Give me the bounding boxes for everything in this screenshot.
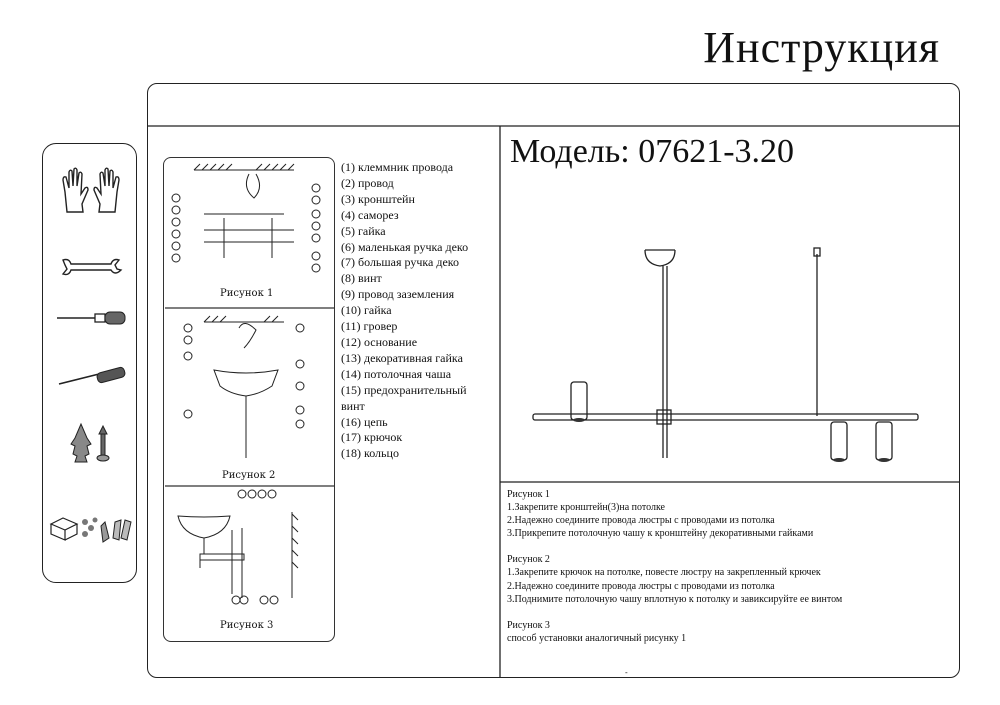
instructions-fig1-title: Рисунок 1 [507,489,550,500]
legend-item: (1) клеммник провода [341,160,454,174]
legend-item: (16) цепь [341,414,388,429]
figures-panel: Рисунок 1 Рисунок 2 Рисунок 3 [163,157,335,642]
parts-kit-icon [49,517,132,543]
instructions-fig3-title: Рисунок 3 [507,619,550,631]
main-frame [147,83,960,678]
legend-item: (14) потолочная чаша [341,366,452,381]
legend-item: (10) гайка [341,303,392,318]
product-drawing [532,247,919,462]
legend-item: (2) провод [341,175,394,190]
instructions-fig2-title: Рисунок 2 [507,554,550,566]
figure-2-caption: Рисунок 2 [222,470,276,481]
legend-item: (11) гровер [341,319,398,334]
legend-item: (15) предохранительный [341,382,467,397]
tools-panel [42,143,137,583]
model-title: Модель: 07621-3.20 [510,133,795,170]
figure-3-diagram [177,489,299,605]
figure-1-diagram [171,163,321,273]
instruction-step: 2.Надежно соедините провода люстры с про… [507,580,775,592]
figure-3-caption: Рисунок 3 [220,620,274,631]
figures-drawing [165,163,335,605]
legend-item: (17) крючок [341,430,403,445]
instruction-step: 1.Закрепите кронштейн(3)на потолке [507,502,665,514]
legend-item: (5) гайка [341,223,386,238]
instruction-step: способ установки аналогичный рисунку 1 [507,632,687,644]
wrench-icon [61,258,123,276]
legend-item: (18) кольцо [341,446,399,461]
screwdriver-icon [57,311,126,325]
installation-instructions: Рисунок 1 1.Закрепите кронштейн(3)на пот… [507,488,842,645]
legend-item: (6) маленькая ручка деко [341,239,469,254]
legend-item: (4) саморез [341,207,399,222]
anchor-screw-icon [70,422,110,463]
instruction-step: 3.Поднимите потолочную чашу вплотную к п… [507,593,843,605]
instruction-step: 2.Надежно соедините провода люстры с про… [507,515,775,527]
legend-item: (9) провод заземления [341,287,455,302]
legend-item: (7) большая ручка деко [341,255,459,270]
phillips-screwdriver-icon [58,366,126,385]
footer-mark: - [625,668,628,677]
legend-item: (3) кронштейн [341,191,415,206]
gloves-icon [62,167,120,213]
parts-legend: (1) клеммник провода (2) провод (3) крон… [341,160,468,462]
figure-1-caption: Рисунок 1 [220,288,274,299]
figure-2-diagram [183,315,305,458]
page-title: Инструкция [703,23,940,72]
legend-item: (8) винт [341,271,382,286]
legend-item: винт [341,398,365,413]
legend-item: (12) основание [341,334,418,349]
instruction-step: 1.Закрепите крючок на потолке, повесте л… [507,567,821,579]
instruction-step: 3.Прикрепите потолочную чашу к кронштейн… [507,528,814,540]
legend-item: (13) декоративная гайка [341,350,463,365]
